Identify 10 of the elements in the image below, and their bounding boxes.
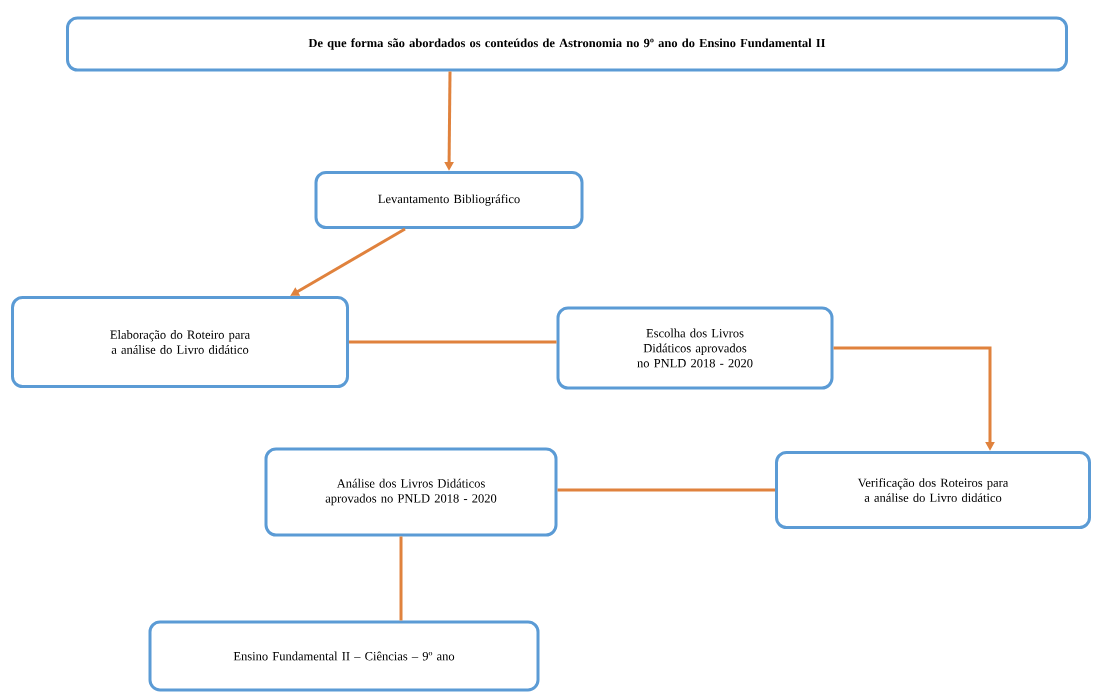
process-box: Escolha dos Livros Didáticos aprovados no PNLD 2018 - 2020 xyxy=(556,306,834,390)
connector xyxy=(557,488,775,492)
process-box: De que forma são abordados os conteúdos de Astronomia no 9º ano do Ensino Fundamental II xyxy=(66,16,1068,72)
connector xyxy=(349,340,557,344)
process-box: Análise dos Livros Didáticos aprovados no PNLD 2018 - 2020 xyxy=(264,447,558,537)
process-box: Ensino Fundamental II – Ciências – 9º ano xyxy=(148,620,540,692)
process-box: Verificação dos Roteiros para a análise do Livro didático xyxy=(775,451,1091,529)
process-box: Elaboração do Roteiro para a análise do Livro didático xyxy=(11,296,349,388)
connector xyxy=(399,536,403,621)
process-box: Levantamento Bibliográfico xyxy=(314,171,584,229)
